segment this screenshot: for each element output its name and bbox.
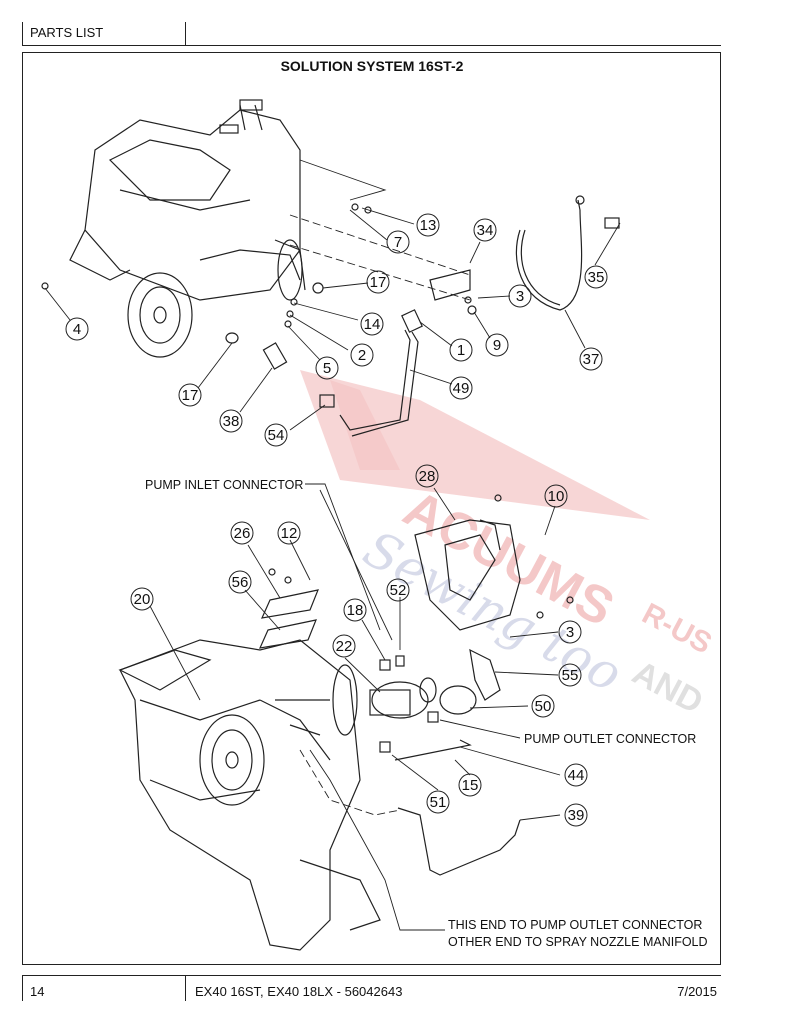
callout-5: 5	[323, 360, 331, 377]
callout-18: 18	[347, 602, 364, 619]
lower-machine-body	[118, 639, 381, 951]
callout-54: 54	[268, 427, 285, 444]
svg-text:AND: AND	[626, 654, 709, 722]
callout-28: 28	[419, 468, 436, 485]
callout-7: 7	[394, 234, 402, 251]
note-pump-outlet: PUMP OUTLET CONNECTOR	[524, 732, 696, 746]
callout-12: 12	[281, 525, 298, 542]
callout-14: 14	[364, 316, 381, 333]
footer-rule	[22, 975, 721, 976]
note-pump-inlet: PUMP INLET CONNECTOR	[145, 478, 303, 492]
footer-date: 7/2015	[677, 984, 717, 999]
callout-38: 38	[223, 413, 240, 430]
callout-44: 44	[568, 767, 585, 784]
callout-15: 15	[462, 777, 479, 794]
upper-parts	[41, 195, 620, 437]
callout-1: 1	[457, 342, 465, 359]
callout-51: 51	[430, 794, 447, 811]
note-this-end: THIS END TO PUMP OUTLET CONNECTOR	[448, 918, 702, 932]
upper-leader-lines	[44, 159, 621, 431]
upper-wheel	[127, 239, 303, 358]
header-section-label: PARTS LIST	[30, 25, 104, 40]
header-divider	[185, 22, 186, 46]
callout-26: 26	[234, 525, 251, 542]
footer-page-number: 14	[30, 984, 45, 999]
callout-3-upper: 3	[516, 288, 524, 305]
note-other-end: OTHER END TO SPRAY NOZZLE MANIFOLD	[448, 935, 708, 949]
callout-56: 56	[232, 574, 249, 591]
watermark-logo: ACUUMS R-US AND Sewing too	[300, 370, 717, 722]
callout-circles	[65, 213, 608, 827]
callout-9: 9	[493, 337, 501, 354]
callout-37: 37	[583, 351, 600, 368]
callout-55: 55	[562, 667, 579, 684]
header-left-border	[22, 22, 23, 46]
callout-50: 50	[535, 698, 552, 715]
callout-49: 49	[453, 380, 470, 397]
callout-2: 2	[358, 347, 366, 364]
callout-3-lower: 3	[566, 624, 574, 641]
callout-4: 4	[73, 321, 81, 338]
footer-model: EX40 16ST, EX40 18LX - 56042643	[195, 984, 403, 999]
lower-leader-lines	[149, 483, 561, 931]
callout-22: 22	[336, 638, 353, 655]
upper-machine-body	[69, 99, 306, 301]
callout-10: 10	[548, 488, 565, 505]
callout-52: 52	[390, 582, 407, 599]
callout-17-lower: 17	[182, 387, 199, 404]
footer-divider	[185, 975, 186, 1001]
callout-39: 39	[568, 807, 585, 824]
callout-17-upper: 17	[370, 274, 387, 291]
lower-wheel	[199, 664, 358, 806]
diagram-frame	[22, 52, 721, 965]
page-title: SOLUTION SYSTEM 16ST-2	[280, 58, 464, 74]
header-rule	[22, 45, 721, 46]
callout-20: 20	[134, 591, 151, 608]
callout-13: 13	[420, 217, 437, 234]
svg-text:R-US: R-US	[637, 597, 717, 661]
footer-left-border	[22, 975, 23, 1001]
callout-35: 35	[588, 269, 605, 286]
callout-34: 34	[477, 222, 494, 239]
